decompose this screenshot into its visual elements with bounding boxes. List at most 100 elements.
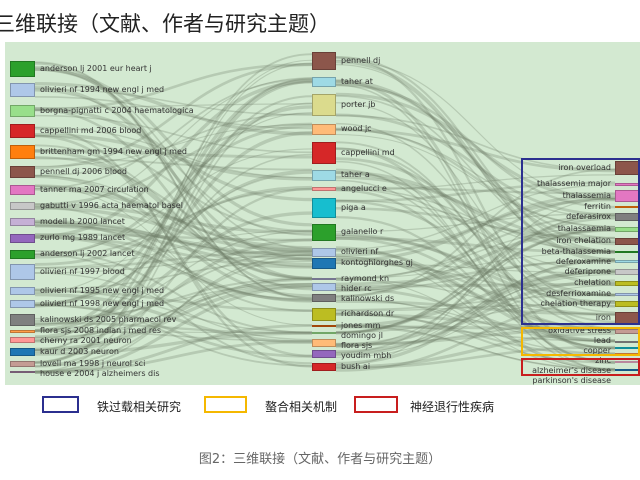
- flow-link: [335, 64, 616, 263]
- flow-link: [335, 193, 616, 263]
- flow-link: [34, 219, 313, 261]
- flow-link: [34, 185, 313, 326]
- flow-link: [34, 260, 313, 291]
- flow-link: [335, 215, 616, 334]
- flow-link: [34, 185, 313, 266]
- flow-link: [34, 283, 313, 353]
- reference-node: [10, 287, 35, 295]
- flow-link: [335, 262, 616, 296]
- flow-link: [34, 63, 313, 170]
- flow-link: [335, 59, 616, 200]
- flow-link: [335, 279, 616, 354]
- reference-label: olivieri nf 1995 new engl j med: [40, 286, 165, 295]
- flow-link: [335, 256, 616, 316]
- flow-link: [34, 253, 313, 365]
- flow-link: [335, 268, 616, 347]
- reference-label: olivieri nf 1997 blood: [40, 267, 125, 276]
- flow-link: [335, 258, 616, 366]
- flow-link: [335, 179, 616, 350]
- author-node: [312, 247, 336, 257]
- flow-link: [34, 238, 313, 343]
- legend-label-chelation: 螯合相关机制: [265, 400, 338, 414]
- author-label: cappellini md: [341, 148, 395, 157]
- author-node: [312, 142, 336, 164]
- author-label: wood jc: [341, 124, 372, 133]
- flow-link: [34, 221, 313, 257]
- keyword-label: deferiprone: [564, 267, 611, 276]
- flow-link: [335, 171, 616, 297]
- group-box-neuro: [521, 358, 640, 376]
- flow-link: [335, 227, 616, 348]
- flow-link: [335, 197, 616, 366]
- keyword-label: thalassaemia: [557, 224, 611, 233]
- flow-link: [34, 149, 313, 280]
- flow-link: [335, 311, 616, 364]
- flow-link: [335, 279, 616, 316]
- flow-link: [34, 149, 313, 159]
- flow-link: [335, 206, 616, 240]
- flow-link: [34, 123, 313, 167]
- keyword-label: thalassemia major: [536, 179, 611, 188]
- flow-link: [335, 56, 616, 330]
- flow-link: [335, 114, 616, 171]
- flow-link: [335, 228, 616, 335]
- flow-link: [34, 122, 313, 206]
- flow-link: [34, 234, 313, 301]
- flow-link: [335, 273, 616, 348]
- author-node: [312, 363, 336, 371]
- flow-link: [335, 196, 616, 298]
- flow-link: [335, 102, 616, 307]
- flow-link: [34, 187, 313, 250]
- reference-label: house e 2004 j alzheimers dis: [40, 369, 160, 378]
- flow-link: [34, 157, 313, 171]
- flow-link: [34, 144, 313, 280]
- author-node: [312, 294, 336, 302]
- author-node: [312, 77, 336, 87]
- reference-label: gabutti v 1996 acta haematol basel: [40, 201, 183, 210]
- keyword-label: beta-thalassemia: [541, 247, 611, 256]
- reference-label: cherny ra 2001 neuron: [40, 336, 132, 345]
- keyword-label: iron chelation: [556, 236, 611, 245]
- flow-link: [335, 122, 616, 313]
- keyword-label: alzheimer's disease: [532, 366, 611, 375]
- flow-link: [335, 95, 616, 253]
- reference-node: [10, 61, 35, 77]
- author-node: [312, 307, 336, 321]
- flow-link: [335, 215, 616, 349]
- reference-label: flora sjs 2008 indian j med res: [40, 326, 162, 335]
- flow-link: [335, 168, 616, 363]
- keyword-label: deferasirox: [566, 212, 611, 221]
- flow-link: [34, 127, 313, 368]
- flow-link: [34, 272, 313, 341]
- author-node: [312, 332, 336, 334]
- flow-link: [335, 212, 616, 233]
- flow-link: [34, 331, 313, 356]
- flow-link: [34, 80, 313, 364]
- author-label: hider rc: [341, 284, 372, 293]
- flow-link: [34, 249, 313, 270]
- flow-link: [335, 199, 616, 244]
- flow-link: [34, 303, 313, 358]
- flow-link: [335, 128, 616, 173]
- keyword-label: zinc: [595, 356, 611, 365]
- flow-link: [335, 246, 616, 371]
- figure-caption: 图2：三维联接（文献、作者与研究主题）: [198, 452, 442, 467]
- flow-link: [34, 59, 313, 341]
- flow-link: [34, 62, 313, 300]
- reference-label: zurlo mg 1989 lancet: [40, 233, 126, 242]
- author-label: taher at: [341, 77, 373, 86]
- flow-link: [335, 327, 616, 346]
- flow-link: [34, 282, 313, 339]
- reference-node: [10, 264, 35, 280]
- flow-link: [34, 253, 313, 373]
- reference-label: olivieri nf 1994 new engl j med: [40, 85, 165, 94]
- flow-link: [34, 107, 313, 202]
- flow-link: [34, 236, 313, 269]
- flow-link: [335, 141, 616, 331]
- flow-link: [335, 300, 616, 334]
- author-node: [312, 52, 336, 70]
- flow-link: [34, 124, 313, 257]
- legend-swatch-chelation: [204, 396, 247, 413]
- flow-link: [34, 172, 313, 304]
- flow-link: [34, 69, 313, 250]
